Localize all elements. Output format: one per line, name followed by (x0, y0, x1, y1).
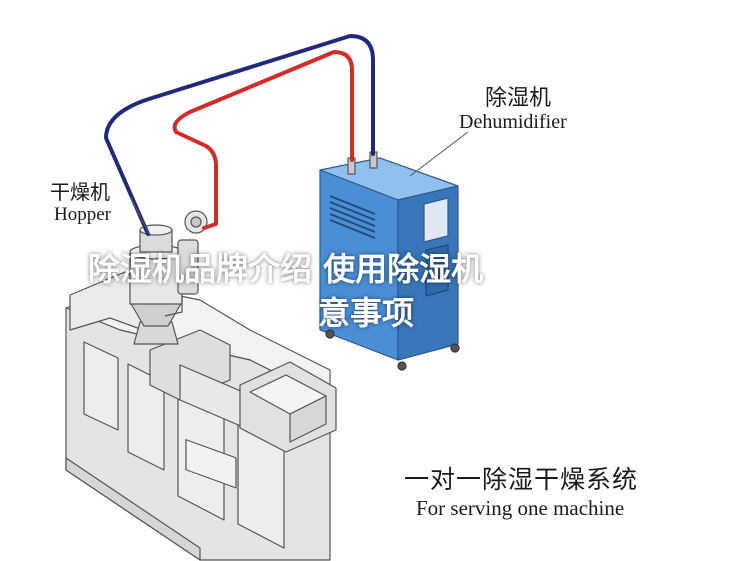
hopper-label-cn: 干燥机 (50, 180, 110, 204)
supply-air-pipe (172, 50, 354, 230)
dehumidifier-leader-line (409, 131, 469, 177)
dehumidifier-label-en: Dehumidifier (459, 111, 567, 133)
system-caption-en: For serving one machine (416, 496, 625, 520)
hopper-leader-line (129, 195, 151, 237)
system-caption-cn: 一对一除湿干燥系统 (404, 465, 639, 494)
overlay-title-line-2: 意事项 (318, 294, 415, 332)
return-air-pipe (104, 34, 375, 236)
dehumidifier-unit (319, 151, 460, 371)
hopper-label-en: Hopper (54, 204, 111, 225)
overlay-title-line-1: 除湿机品牌介绍 使用除湿机 (88, 250, 484, 288)
dehumidifier-label-cn: 除湿机 (485, 86, 552, 111)
injection-molding-machine (65, 271, 337, 561)
